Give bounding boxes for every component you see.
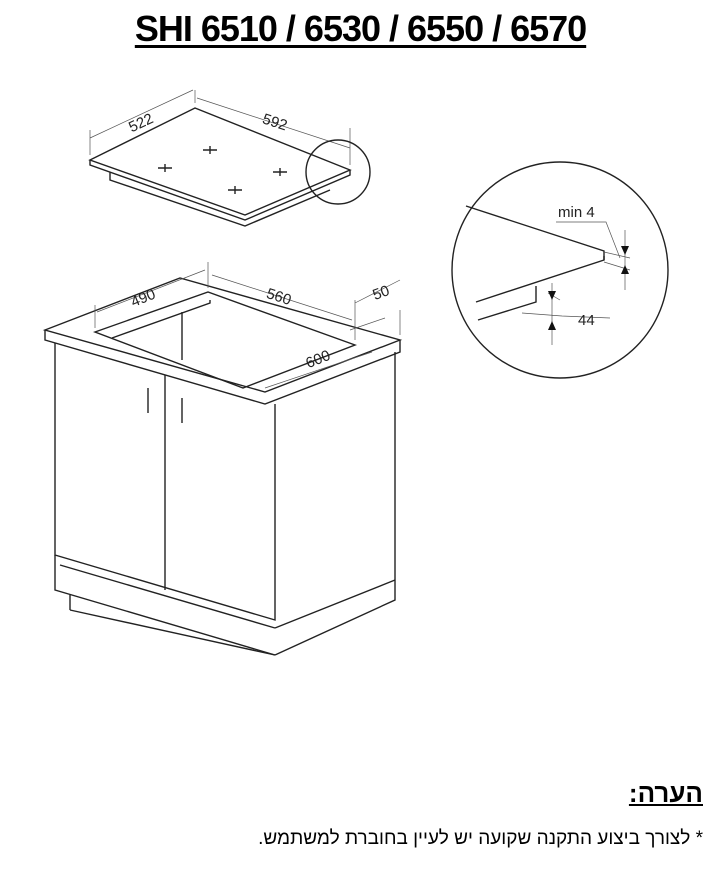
hob-depth-label: 522 bbox=[126, 110, 156, 136]
edge-detail: min 4 44 bbox=[451, 161, 669, 379]
detail-marker-circle bbox=[305, 139, 371, 205]
cabinet-drawing: 490 560 50 600 bbox=[42, 262, 403, 656]
cabinet-width-label: 600 bbox=[303, 347, 333, 372]
burner-marks bbox=[158, 146, 287, 194]
note-heading: הערה: bbox=[628, 778, 703, 808]
page-title: SHI 6510 / 6530 / 6550 / 6570 bbox=[0, 8, 721, 50]
title-text: SHI 6510 / 6530 / 6550 / 6570 bbox=[134, 8, 587, 49]
thickness-label: 44 bbox=[578, 312, 595, 329]
note-text: * לצורך ביצוע התקנה שקועה יש לעיין בחובר… bbox=[258, 828, 703, 849]
edge-distance-label: 50 bbox=[370, 282, 391, 304]
door-handles bbox=[147, 388, 183, 423]
cutout-width-label: 560 bbox=[264, 285, 293, 309]
min-gap-label: min 4 bbox=[558, 204, 595, 221]
cutout-depth-label: 490 bbox=[128, 286, 158, 311]
hob-drawing: 522 592 bbox=[88, 89, 371, 227]
hob-width-label: 592 bbox=[260, 110, 289, 134]
